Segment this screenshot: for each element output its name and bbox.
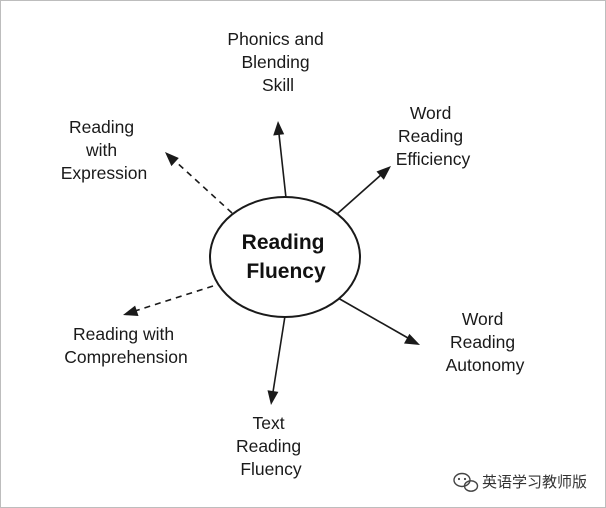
node-label-line: Comprehension bbox=[64, 347, 188, 367]
arrows bbox=[123, 121, 420, 405]
node-label-line: with bbox=[85, 140, 117, 160]
node-label-line: Word bbox=[410, 103, 452, 123]
node-comprehension: Reading with Comprehension bbox=[64, 324, 188, 367]
arrow-to-word-efficiency bbox=[336, 173, 383, 215]
node-word-efficiency: Word Reading Efficiency bbox=[396, 103, 471, 169]
node-label-line: Reading bbox=[450, 332, 515, 352]
node-label-line: Reading bbox=[398, 126, 463, 146]
node-label-line: Word bbox=[462, 309, 504, 329]
arrow-to-expression bbox=[173, 159, 233, 214]
arrow-to-comprehension bbox=[134, 285, 214, 312]
arrow-head-word-efficiency bbox=[376, 166, 391, 180]
center-label: Reading Fluency bbox=[242, 231, 331, 283]
node-label-line: Autonomy bbox=[446, 355, 525, 375]
node-label-line: Expression bbox=[61, 163, 148, 183]
node-label-line: Text bbox=[253, 413, 285, 433]
node-text-fluency: Text Reading Fluency bbox=[236, 413, 306, 479]
node-phonics: Phonics and Blending Skill bbox=[227, 29, 328, 95]
watermark: 英语学习教师版 bbox=[453, 472, 587, 492]
node-label-line: Reading bbox=[236, 436, 301, 456]
center-label-line: Fluency bbox=[246, 260, 326, 283]
arrow-head-word-autonomy bbox=[404, 333, 420, 345]
node-label-line: Fluency bbox=[240, 459, 302, 479]
node-label-line: Phonics and bbox=[227, 29, 323, 49]
arrow-to-phonics bbox=[278, 133, 287, 199]
arrow-head-phonics bbox=[273, 121, 285, 136]
wechat-icon bbox=[453, 472, 479, 492]
arrow-head-text-fluency bbox=[267, 390, 279, 405]
node-label-line: Skill bbox=[262, 75, 294, 95]
node-expression: Reading with Expression bbox=[61, 117, 148, 183]
arrow-to-word-autonomy bbox=[337, 297, 409, 339]
arrow-to-text-fluency bbox=[272, 315, 286, 393]
node-label-line: Efficiency bbox=[396, 149, 471, 169]
node-label-line: Reading bbox=[69, 117, 134, 137]
center-ellipse bbox=[209, 196, 361, 318]
watermark-label: 英语学习教师版 bbox=[482, 473, 587, 491]
node-word-autonomy: Word Reading Autonomy bbox=[446, 309, 525, 375]
center-label-line: Reading bbox=[242, 231, 325, 254]
arrow-head-comprehension bbox=[123, 305, 139, 316]
node-label-line: Blending bbox=[242, 52, 310, 72]
arrow-head-expression bbox=[165, 152, 179, 167]
node-label-line: Reading with bbox=[73, 324, 174, 344]
